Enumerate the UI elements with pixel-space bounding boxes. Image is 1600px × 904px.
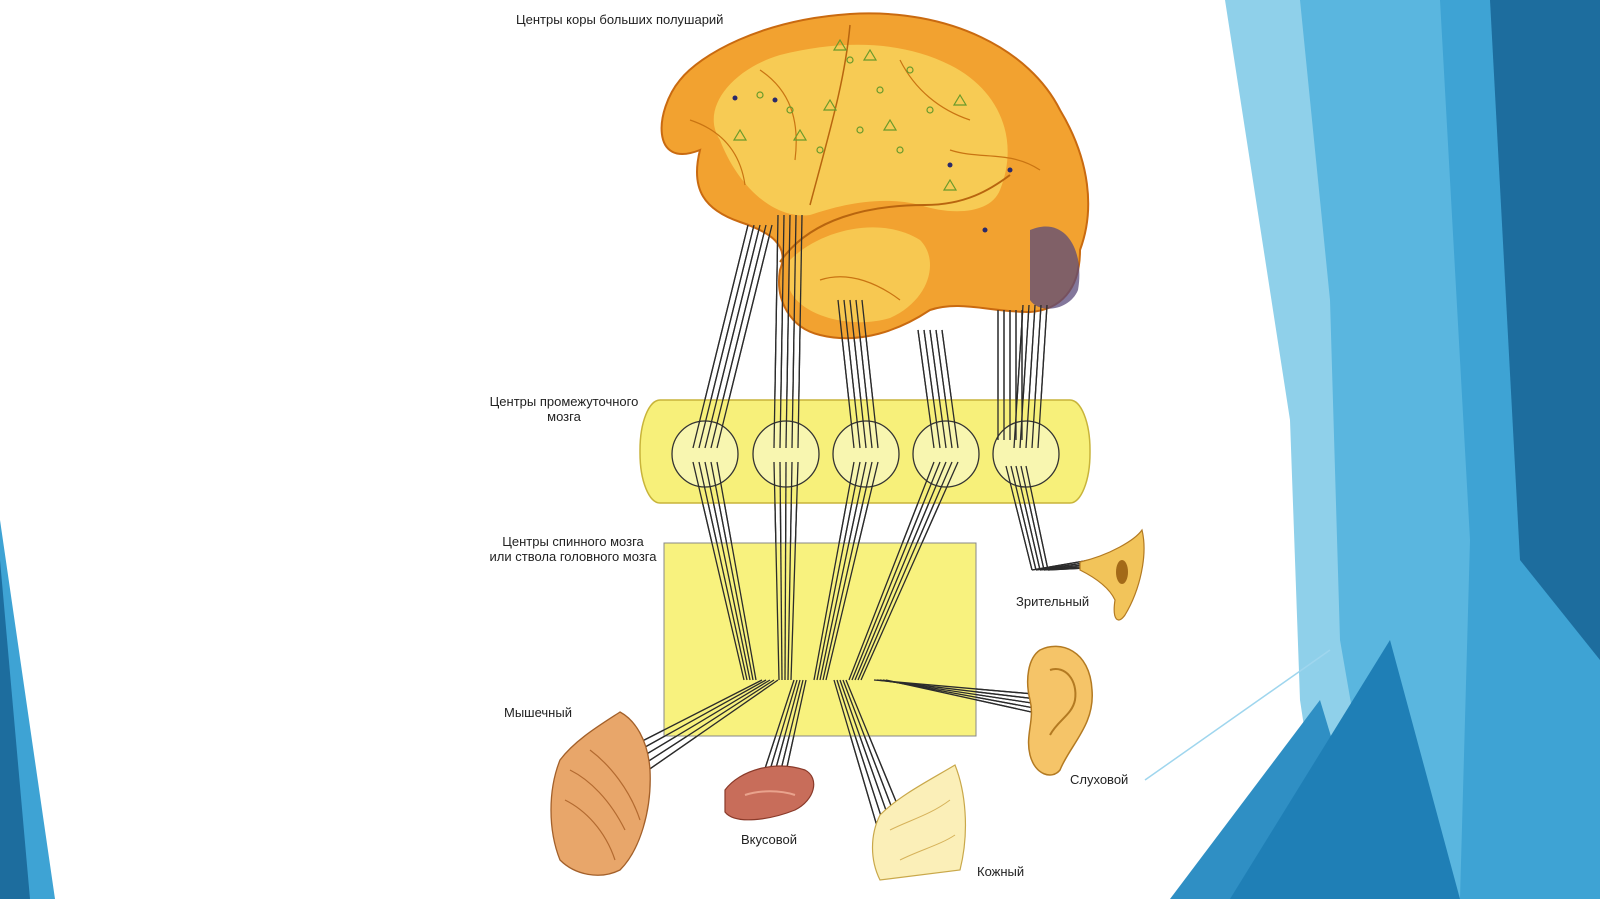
label-visual: Зрительный <box>1016 594 1090 609</box>
label-spinal-centers: Центры спинного мозга или ствола головно… <box>484 534 662 564</box>
label-diencephalon-line2: мозга <box>547 409 581 424</box>
muscle-icon <box>550 711 651 876</box>
label-diencephalon-line1: Центры промежуточного <box>489 394 639 409</box>
decor-left <box>0 520 55 899</box>
label-muscular: Мышечный <box>504 705 572 720</box>
label-diencephalon-centers: Центры промежуточного мозга <box>486 394 642 424</box>
label-cortex-centers: Центры коры больших полушарий <box>516 12 724 27</box>
label-cutaneous: Кожный <box>977 864 1025 879</box>
eye-icon <box>1079 528 1145 621</box>
decor-right <box>1144 0 1600 899</box>
ear-icon <box>1027 645 1093 776</box>
label-auditory: Слуховой <box>1070 772 1129 787</box>
label-spinal-line2: или ствола головного мозга <box>489 549 657 564</box>
tongue-icon <box>724 765 815 821</box>
label-spinal-line1: Центры спинного мозга <box>502 534 644 549</box>
label-gustatory: Вкусовой <box>741 832 797 847</box>
spinal-centers-box <box>663 542 977 737</box>
skin-icon <box>871 764 967 881</box>
brain-icon <box>660 12 1090 340</box>
diencephalon-centers <box>639 399 1091 504</box>
